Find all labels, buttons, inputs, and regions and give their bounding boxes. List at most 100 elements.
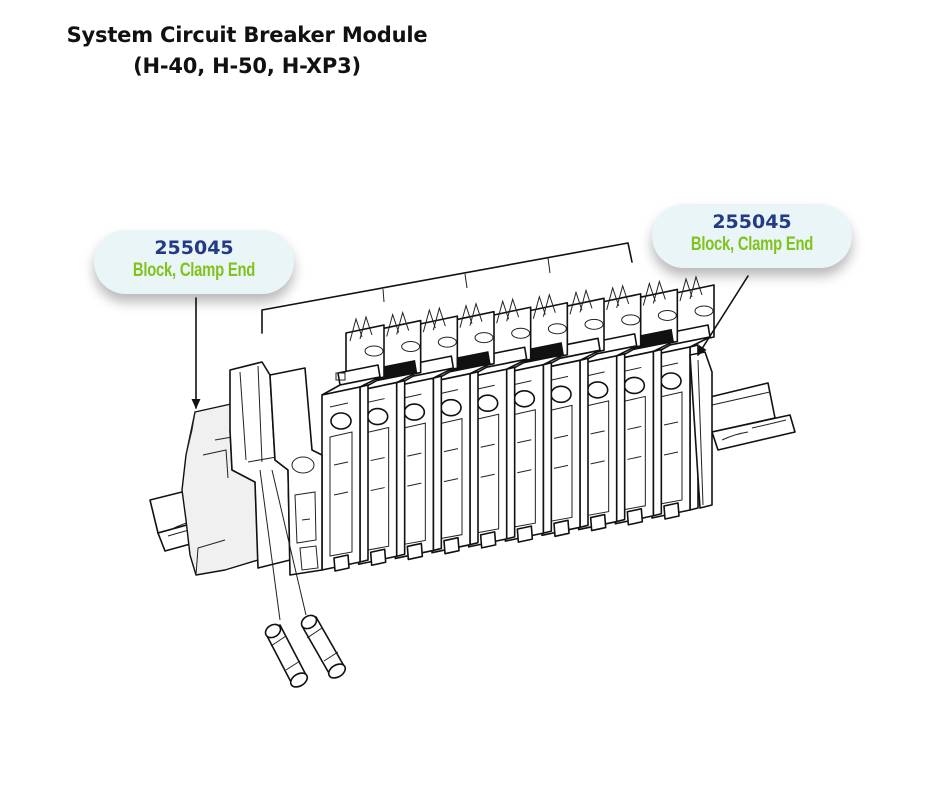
terminal-screw <box>511 327 531 339</box>
callout-description: Block, Clamp End <box>690 234 814 255</box>
channel-rib <box>370 487 385 492</box>
rail-clip <box>626 507 644 526</box>
channel-rib <box>590 460 605 465</box>
terminal-screw <box>657 309 677 321</box>
rail-clip <box>663 502 680 520</box>
reset-button <box>513 389 536 408</box>
rail-clip <box>553 519 570 538</box>
channel-rib <box>370 457 385 462</box>
channel-rib <box>480 443 495 448</box>
terminal-screw <box>474 332 494 344</box>
reset-button <box>550 385 572 404</box>
breaker-channel <box>329 431 353 557</box>
rail-clip <box>333 554 350 572</box>
rating-label <box>623 366 642 372</box>
rating-label <box>439 389 459 395</box>
channel-rib <box>443 478 459 483</box>
channel-rib <box>407 452 422 457</box>
terminal-screw <box>437 336 457 348</box>
channel-rib <box>663 421 679 426</box>
page-title: System Circuit Breaker Module (H-40, H-5… <box>30 20 464 82</box>
terminal-fin <box>349 317 363 342</box>
fuse-2 <box>300 614 347 679</box>
channel-rib <box>407 482 422 487</box>
breaker-side <box>615 353 626 523</box>
channel-rib <box>517 469 532 474</box>
terminal-fin <box>396 310 410 335</box>
callout-left-clamp-end: 255045 Block, Clamp End <box>94 230 294 294</box>
terminal-screw <box>584 318 604 330</box>
fuse-1 <box>264 623 309 688</box>
callout-arrows <box>191 275 749 410</box>
rating-label <box>513 380 532 386</box>
breaker-side <box>469 370 479 546</box>
title-line-1: System Circuit Breaker Module <box>66 23 428 47</box>
breaker-side <box>432 375 443 552</box>
rail-clip <box>516 525 534 543</box>
breaker-side <box>579 357 589 529</box>
channel-rib <box>663 451 679 456</box>
circuit-breakers <box>321 275 715 572</box>
callout-part-number: 255045 <box>154 237 234 259</box>
terminal-fin <box>542 293 556 317</box>
terminal-fin <box>432 306 446 331</box>
rating-label <box>549 375 569 381</box>
channel-rib <box>333 491 349 496</box>
terminal-fin <box>422 308 436 333</box>
terminal-fin <box>679 277 693 302</box>
reset-button <box>623 376 646 395</box>
channel-rib <box>333 461 349 466</box>
channel-rib <box>553 464 569 469</box>
terminal-fin <box>569 290 583 315</box>
fuse-leader-lines <box>259 469 307 621</box>
breaker-side <box>542 361 553 534</box>
terminal-screw <box>694 305 714 317</box>
terminal-fin <box>652 279 666 304</box>
callout-part-number: 255045 <box>712 211 792 233</box>
indicator-window <box>335 372 346 381</box>
breaker-side <box>359 384 369 563</box>
terminal-fin <box>579 288 593 313</box>
breaker-side <box>652 348 663 517</box>
top-bracket <box>261 242 633 334</box>
callout-right-clamp-end: 255045 Block, Clamp End <box>652 204 852 268</box>
rating-label <box>476 384 495 390</box>
reset-button <box>440 398 462 417</box>
terminal-fin <box>506 297 520 322</box>
rail-clip <box>443 536 460 555</box>
channel-rib <box>590 430 605 435</box>
channel-rib <box>517 439 532 444</box>
rail-clip <box>479 531 497 549</box>
reset-button <box>403 403 426 421</box>
terminal-fin <box>496 299 510 324</box>
terminal-screw <box>401 341 421 353</box>
terminal-fin <box>606 286 620 311</box>
terminal-screw <box>364 345 384 357</box>
callout-description: Block, Clamp End <box>132 260 256 281</box>
rail-clip <box>406 542 424 561</box>
rating-label <box>329 402 349 408</box>
terminal-fin <box>386 312 400 337</box>
terminal-fin <box>359 315 373 340</box>
reset-button <box>330 412 352 430</box>
reset-button <box>660 372 682 390</box>
clamp-end-block-right <box>689 351 713 509</box>
breaker-side <box>505 366 516 540</box>
terminal-fin <box>532 295 546 319</box>
rating-label <box>403 393 422 399</box>
rail-clip <box>369 548 387 567</box>
terminal-screw <box>547 323 567 335</box>
reset-button <box>476 394 499 413</box>
terminal-fin <box>459 303 473 328</box>
rating-label <box>366 398 385 404</box>
title-line-2: (H-40, H-50, H-XP3) <box>133 54 361 78</box>
breaker-module <box>321 315 385 572</box>
rating-label <box>586 371 605 377</box>
terminal-screw <box>621 314 641 326</box>
channel-rib <box>627 425 642 430</box>
reset-button <box>366 407 389 426</box>
cartridge-fuses <box>264 614 347 688</box>
channel-rib <box>553 434 569 439</box>
channel-rib <box>480 473 495 478</box>
